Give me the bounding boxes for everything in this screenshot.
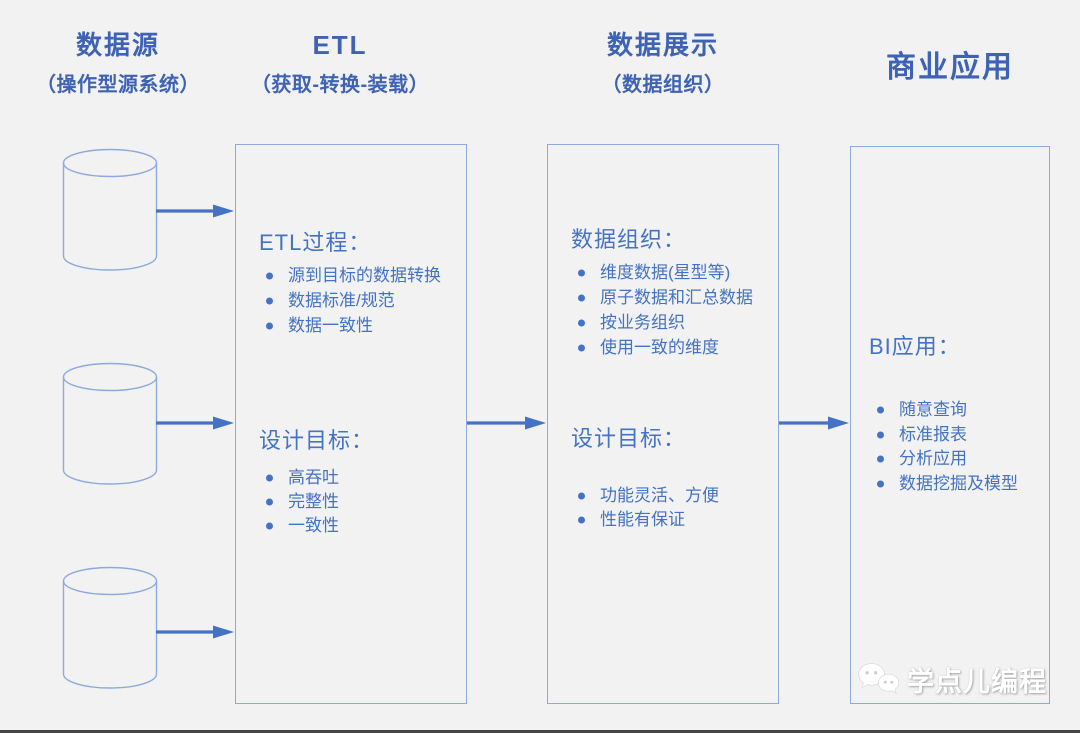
database-cylinder-icon <box>62 362 158 485</box>
bi-application-section: BI应用： 随意查询 标准报表 分析应用 数据挖掘及模型 <box>851 331 1049 496</box>
bottom-divider <box>0 730 1080 733</box>
column-subtitle-etl: （获取-转换-装载） <box>250 74 430 96</box>
etl-process-section: ETL过程： 源到目标的数据转换 数据标准/规范 数据一致性 <box>236 227 466 338</box>
presentation-design-goals-section: 设计目标： 功能灵活、方便 性能有保证 <box>548 423 778 532</box>
column-subtitle-presentation: （数据组织） <box>601 74 725 96</box>
arrow-presentation-to-business-icon <box>779 416 849 430</box>
bullet-list: 维度数据(星型等) 原子数据和汇总数据 按业务组织 使用一致的维度 <box>548 260 778 360</box>
column-title-etl: ETL <box>312 30 368 60</box>
wechat-icon <box>858 663 900 694</box>
bullet-item: 数据一致性 <box>236 313 466 338</box>
database-cylinder-icon <box>62 566 158 689</box>
arrow-source2-to-etl-icon <box>156 416 234 430</box>
column-header-presentation: 数据展示 （数据组织） <box>563 30 763 97</box>
bullet-item: 源到目标的数据转换 <box>236 263 466 288</box>
database-cylinder-icon <box>62 148 158 271</box>
arrow-etl-to-presentation-icon <box>467 416 546 430</box>
bullet-list: 高吞吐 完整性 一致性 <box>236 466 466 538</box>
column-header-business: 商业应用 <box>850 52 1050 83</box>
bullet-item: 高吞吐 <box>236 466 466 490</box>
column-title-presentation: 数据展示 <box>606 30 719 60</box>
section-heading: 设计目标： <box>571 426 687 451</box>
bullet-item: 按业务组织 <box>548 310 778 335</box>
bullet-list: 随意查询 标准报表 分析应用 数据挖掘及模型 <box>851 398 1049 496</box>
bullet-item: 数据挖掘及模型 <box>851 472 1049 497</box>
bullet-item: 使用一致的维度 <box>548 335 778 360</box>
column-subtitle-datasource: （操作型源系统） <box>36 74 200 96</box>
bullet-item: 功能灵活、方便 <box>548 484 778 508</box>
arrow-source1-to-etl-icon <box>156 204 234 218</box>
bullet-item: 数据标准/规范 <box>236 288 466 313</box>
section-heading: 数据组织： <box>571 227 687 252</box>
section-heading: ETL过程： <box>259 230 372 255</box>
column-title-datasource: 数据源 <box>75 30 160 60</box>
bullet-item: 标准报表 <box>851 423 1049 448</box>
watermark-label: 学点儿编程 <box>907 666 1047 697</box>
column-header-etl: ETL （获取-转换-装载） <box>240 30 440 97</box>
column-header-datasource: 数据源 （操作型源系统） <box>15 30 221 97</box>
column-title-business: 商业应用 <box>886 51 1014 84</box>
bullet-item: 一致性 <box>236 514 466 538</box>
etl-box: ETL过程： 源到目标的数据转换 数据标准/规范 数据一致性 设计目标： 高吞吐… <box>235 144 467 704</box>
business-app-box: BI应用： 随意查询 标准报表 分析应用 数据挖掘及模型 <box>850 146 1050 704</box>
data-organization-section: 数据组织： 维度数据(星型等) 原子数据和汇总数据 按业务组织 使用一致的维度 <box>548 224 778 360</box>
bullet-list: 功能灵活、方便 性能有保证 <box>548 484 778 532</box>
bullet-item: 维度数据(星型等) <box>548 260 778 285</box>
arrow-source3-to-etl-icon <box>156 625 234 639</box>
section-heading: 设计目标： <box>259 428 375 453</box>
bullet-item: 原子数据和汇总数据 <box>548 285 778 310</box>
data-presentation-box: 数据组织： 维度数据(星型等) 原子数据和汇总数据 按业务组织 使用一致的维度 … <box>547 144 779 704</box>
bullet-item: 随意查询 <box>851 398 1049 423</box>
section-heading: BI应用： <box>869 334 961 359</box>
etl-design-goals-section: 设计目标： 高吞吐 完整性 一致性 <box>236 425 466 538</box>
bullet-item: 完整性 <box>236 490 466 514</box>
bullet-list: 源到目标的数据转换 数据标准/规范 数据一致性 <box>236 263 466 338</box>
bullet-item: 性能有保证 <box>548 508 778 532</box>
bullet-item: 分析应用 <box>851 447 1049 472</box>
watermark: 学点儿编程 <box>856 658 1047 700</box>
